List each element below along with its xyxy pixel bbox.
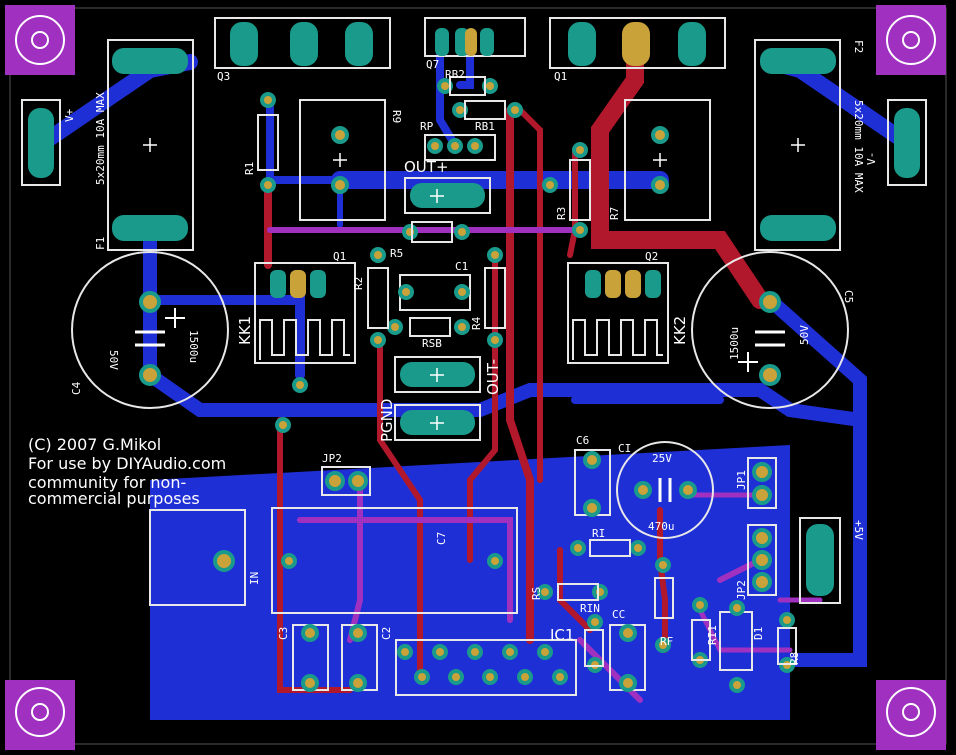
fuse-holder-f2 <box>754 39 841 251</box>
capacitor-c5 <box>691 251 849 409</box>
credit-line-4: commercial purposes <box>28 489 200 508</box>
label-r9: R9 <box>390 110 403 123</box>
cap-symbols <box>135 308 785 502</box>
label-ci-capacity: 470u <box>648 520 675 533</box>
label-c4: C4 <box>70 381 83 395</box>
resistor-bodies <box>257 76 797 667</box>
vias <box>290 22 650 298</box>
fuse-holder-f1 <box>107 39 194 251</box>
label-out-plus: OUT+ <box>404 158 449 176</box>
label-rb1: RB1 <box>475 120 495 133</box>
label-c5: C5 <box>842 290 855 303</box>
label-c4-voltage: 50V <box>107 350 120 370</box>
label-jp2-right: JP2 <box>735 580 748 600</box>
fuse-f2-ref: F2 <box>852 40 865 53</box>
label-vplus: V+ <box>63 108 76 122</box>
ground-plane <box>150 445 790 720</box>
terminal-pgnd <box>394 404 481 441</box>
label-rs: RS <box>530 587 543 600</box>
label-r5: R5 <box>390 247 403 260</box>
label-c5-voltage: 50V <box>798 325 811 345</box>
label-c4-capacity: 1500u <box>187 330 200 363</box>
fuse-f1-rating: 5x20mm 10A MAX <box>94 92 107 185</box>
capacitor-c4 <box>71 251 229 409</box>
label-q2: Q2 <box>645 250 658 263</box>
label-ri1: RI1 <box>706 625 719 645</box>
resistor-r9 <box>299 99 386 221</box>
credit-line-1: (C) 2007 G.Mikol <box>28 435 161 454</box>
heatsink-fins <box>259 319 663 360</box>
label-cc: CC <box>612 608 625 621</box>
terminal-out-minus <box>394 356 481 393</box>
mounting-hole-tl <box>5 5 75 75</box>
label-rb2: RB2 <box>445 68 465 81</box>
label-q3: Q3 <box>217 70 230 83</box>
label-c2: C2 <box>380 627 393 640</box>
label-rf: RF <box>660 635 673 648</box>
label-c5-capacity: 1500u <box>728 327 741 360</box>
mounting-hole-br <box>876 680 946 750</box>
terminal-out-plus <box>404 177 491 214</box>
resistor-rp <box>424 134 496 161</box>
label-r4: R4 <box>470 316 483 330</box>
center-marks <box>143 138 805 430</box>
label-rsb: RSB <box>422 337 442 350</box>
fuse-f2-rating: 5x20mm 10A MAX <box>852 100 865 193</box>
label-q7: Q7 <box>426 58 439 71</box>
label-pgnd: PGND <box>378 399 396 442</box>
label-r1: R1 <box>243 162 256 175</box>
label-r7: R7 <box>608 207 621 220</box>
transistor-q3 <box>214 17 391 69</box>
label-rp: RP <box>420 120 434 133</box>
label-q1-lower: Q1 <box>333 250 346 263</box>
transistor-q7 <box>424 17 526 57</box>
label-c7: C7 <box>435 532 448 545</box>
silkscreen <box>21 17 927 696</box>
label-kk1: KK1 <box>236 316 254 345</box>
heatsink-kk2 <box>567 262 669 364</box>
label-out-minus: OUT- <box>484 359 502 395</box>
label-c6: C6 <box>576 434 589 447</box>
credit-line-2: For use by DIYAudio.com <box>28 454 226 473</box>
resistor-r7 <box>624 99 711 221</box>
label-rin: RIN <box>580 602 600 615</box>
label-c1: C1 <box>455 260 468 273</box>
label-vminus: V- <box>865 152 878 165</box>
transistor-q1 <box>549 17 726 69</box>
terminal-vplus <box>21 99 61 186</box>
fuse-f1-ref: F1 <box>94 237 107 250</box>
mounting-hole-bl <box>5 680 75 750</box>
label-in: IN <box>248 572 261 585</box>
credits-block: (C) 2007 G.Mikol For use by DIYAudio.com… <box>28 435 226 508</box>
label-r8: R8 <box>788 652 801 665</box>
label-ci: CI <box>618 442 631 455</box>
capacitor-c7 <box>271 507 518 614</box>
label-kk2: KK2 <box>671 316 689 345</box>
label-c3: C3 <box>277 627 290 640</box>
label-d1: D1 <box>752 627 765 640</box>
label-ci-voltage: 25V <box>652 452 672 465</box>
terminal-5v <box>799 517 841 604</box>
board-outline <box>9 7 947 745</box>
mounting-hole-tr <box>876 5 946 75</box>
ic1 <box>395 639 577 696</box>
label-jp1: JP1 <box>735 470 748 490</box>
label-jp2: JP2 <box>322 452 342 465</box>
credit-line-3: community for non- <box>28 473 186 492</box>
heatsink-kk1 <box>254 262 356 364</box>
label-ri: RI <box>592 527 605 540</box>
terminal-vminus <box>887 99 927 186</box>
bottom-traces <box>32 31 918 667</box>
label-plus5v: +5V <box>852 520 865 540</box>
label-r3: R3 <box>555 207 568 220</box>
capacitor-ci <box>616 441 714 539</box>
label-q1: Q1 <box>554 70 567 83</box>
connector-in <box>149 509 246 606</box>
label-r2: R2 <box>352 277 365 290</box>
label-ic1: IC1 <box>550 626 574 644</box>
